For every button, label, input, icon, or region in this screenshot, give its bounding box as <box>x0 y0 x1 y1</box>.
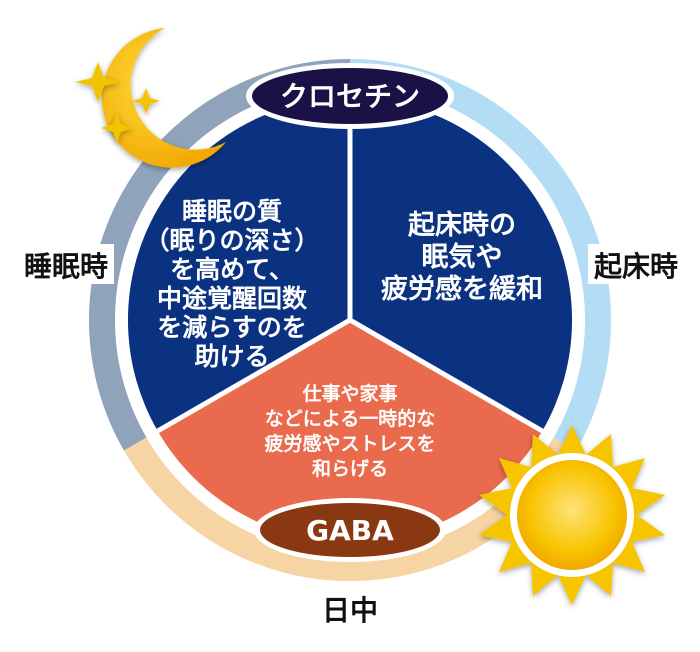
right-line-1: 起床時の <box>408 209 516 241</box>
right-line-2: 眠気や <box>422 241 503 273</box>
sun-icon <box>479 425 665 605</box>
segment-right-text: 起床時の 眠気や 疲労感を緩和 <box>381 209 543 305</box>
left-line-5: を減らすのを <box>157 313 307 342</box>
segment-left-text: 睡眠の質 （眠りの深さ） を高めて、 中途覚醒回数 を減らすのを 助ける <box>144 197 319 371</box>
label-day: 日中 <box>322 594 378 627</box>
left-line-2: （眠りの深さ） <box>144 226 319 255</box>
divider-left <box>156 317 352 434</box>
left-line-4: 中途覚醒回数 <box>157 284 308 313</box>
left-line-1: 睡眠の質 <box>182 197 282 226</box>
divider-right <box>348 317 544 434</box>
star-icon <box>75 62 121 102</box>
ring-labels: 睡眠時 起床時 日中 <box>18 244 684 628</box>
top-pill-label: クロセチン <box>280 80 420 113</box>
bottom-line-1: 仕事や家事 <box>301 382 397 405</box>
segment-bottom-text: 仕事や家事 などによる一時的な 疲労感やストレスを 和らげる <box>264 382 435 480</box>
top-pill: クロセチン <box>246 63 454 129</box>
label-sleep: 睡眠時 <box>24 250 108 283</box>
segment-right <box>350 97 573 431</box>
bottom-line-4: 和らげる <box>312 457 388 480</box>
bottom-pill: GABA <box>254 498 446 562</box>
bottom-line-3: 疲労感やストレスを <box>264 432 435 455</box>
bottom-pill-label: GABA <box>306 514 394 547</box>
inner-disk <box>127 97 573 543</box>
bottom-line-2: などによる一時的な <box>265 407 435 430</box>
right-line-3: 疲労感を緩和 <box>381 273 543 305</box>
moon-icon <box>101 28 226 168</box>
segment-left <box>127 98 350 431</box>
star-icon <box>101 113 133 143</box>
left-line-3: を高めて、 <box>170 255 294 284</box>
label-wake: 起床時 <box>594 250 678 283</box>
left-line-6: 助ける <box>194 342 269 371</box>
star-icon <box>132 88 160 114</box>
